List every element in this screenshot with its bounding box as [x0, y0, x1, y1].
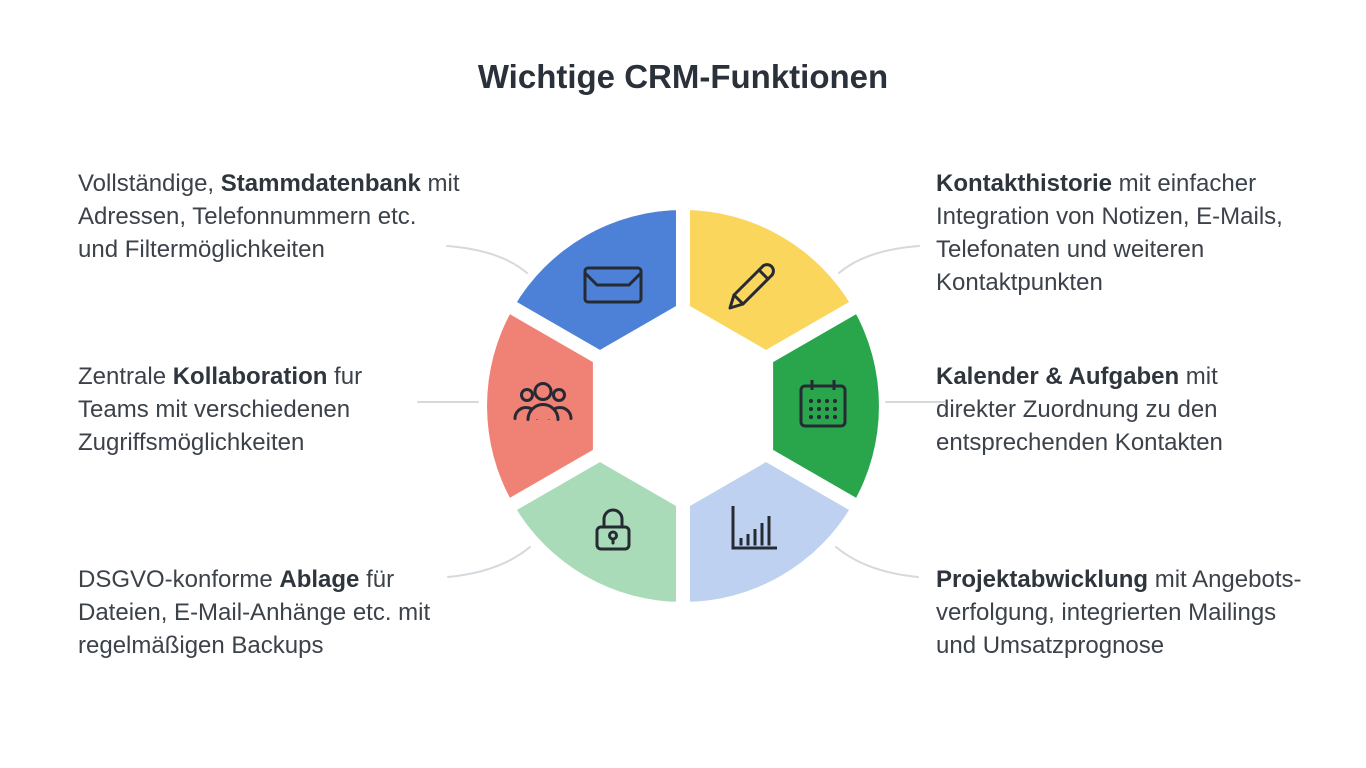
text-line: Vollständige, Stammdatenbank mit: [78, 167, 460, 200]
pre-text: Kontaktpunkten: [936, 269, 1103, 296]
feature-text-stammdatenbank: Vollständige, Stammdatenbank mit Adresse…: [78, 167, 460, 266]
feature-text-ablage: DSGVO-konforme Ablage für Dateien, E-Mai…: [78, 563, 430, 662]
feature-text-projektabwicklung: Projektabwicklung mit Angebots- verfolgu…: [936, 563, 1301, 662]
text-line: Dateien, E-Mail-Anhänge etc. mit: [78, 596, 430, 629]
bold-text: Kontakthistorie: [936, 170, 1113, 197]
post-text: mit: [1179, 363, 1218, 390]
bold-text: Kalender & Aufgaben: [936, 363, 1180, 390]
post-text: fur: [327, 363, 363, 390]
pre-text: Teams mit verschiedenen: [78, 396, 351, 423]
pre-text: direkter Zuordnung zu den: [936, 396, 1218, 423]
pre-text: Dateien, E-Mail-Anhänge etc. mit: [78, 599, 431, 626]
people-icon: [513, 382, 573, 421]
text-line: Kontaktpunkten: [936, 266, 1283, 299]
pre-text: und Umsatzprognose: [936, 632, 1165, 659]
text-line: Integration von Notizen, E-Mails,: [936, 200, 1283, 233]
bold-text: Ablage: [279, 566, 360, 593]
pre-text: Integration von Notizen, E-Mails,: [936, 203, 1283, 230]
text-line: regelmäßigen Backups: [78, 629, 430, 662]
bar-chart-icon: [731, 506, 777, 550]
pre-text: und Filtermöglichkeiten: [78, 236, 325, 263]
text-line: Zugriffsmöglichkeiten: [78, 426, 362, 459]
lock-icon: [595, 508, 631, 551]
text-line: Kontakthistorie mit einfacher: [936, 167, 1283, 200]
text-line: Telefonaten und weiteren: [936, 233, 1283, 266]
bold-text: Kollaboration: [172, 363, 328, 390]
text-line: direkter Zuordnung zu den: [936, 393, 1223, 426]
feature-text-kontakthistorie: Kontakthistorie mit einfacher Integratio…: [936, 167, 1283, 299]
segment-kontakthistorie: [683, 210, 853, 354]
connector-line-top-right: [838, 245, 920, 274]
text-line: Projektabwicklung mit Angebots-: [936, 563, 1301, 596]
pre-text: Zugriffsmöglichkeiten: [78, 429, 305, 456]
text-line: DSGVO-konforme Ablage für: [78, 563, 430, 596]
bold-text: Stammdatenbank: [220, 170, 421, 197]
text-line: verfolgung, integrierten Mailings: [936, 596, 1301, 629]
text-line: entsprechenden Kontakten: [936, 426, 1223, 459]
feature-text-kollaboration: Zentrale Kollaboration fur Teams mit ver…: [78, 360, 362, 459]
text-line: Kalender & Aufgaben mit: [936, 360, 1223, 393]
post-text: mit Angebots-: [1148, 566, 1302, 593]
segment-kalender-aufgaben: [773, 308, 879, 504]
segment-stammdatenbank: [513, 210, 683, 354]
connector-line-bottom-left: [447, 546, 531, 578]
pre-text: DSGVO-konforme: [78, 566, 280, 593]
text-line: und Filtermöglichkeiten: [78, 233, 460, 266]
pre-text: entsprechenden Kontakten: [936, 429, 1223, 456]
pre-text: Zentrale: [78, 363, 173, 390]
text-line: Teams mit verschiedenen: [78, 393, 362, 426]
text-line: und Umsatzprognose: [936, 629, 1301, 662]
pre-text: Adressen, Telefonnummern etc.: [78, 203, 417, 230]
post-text: mit: [420, 170, 460, 197]
pencil-icon: [728, 263, 775, 310]
bold-text: Projektabwicklung: [936, 566, 1149, 593]
text-line: Zentrale Kollaboration fur: [78, 360, 362, 393]
pre-text: verfolgung, integrierten Mailings: [936, 599, 1277, 626]
feature-text-kalender-aufgaben: Kalender & Aufgaben mit direkter Zuordnu…: [936, 360, 1223, 459]
connector-line-bottom-right: [835, 546, 919, 578]
pre-text: Vollständige,: [78, 170, 221, 197]
post-text: für: [359, 566, 395, 593]
page-title: Wichtige CRM-Funktionen: [477, 58, 889, 95]
pre-text: Telefonaten und weiteren: [936, 236, 1205, 263]
envelope-icon: [583, 266, 643, 304]
post-text: mit einfacher: [1112, 170, 1257, 197]
text-line: Adressen, Telefonnummern etc.: [78, 200, 460, 233]
calendar-icon: [799, 380, 847, 428]
segment-gaps: [497, 196, 869, 616]
pre-text: regelmäßigen Backups: [78, 632, 324, 659]
connector-line-top-left: [446, 245, 528, 274]
